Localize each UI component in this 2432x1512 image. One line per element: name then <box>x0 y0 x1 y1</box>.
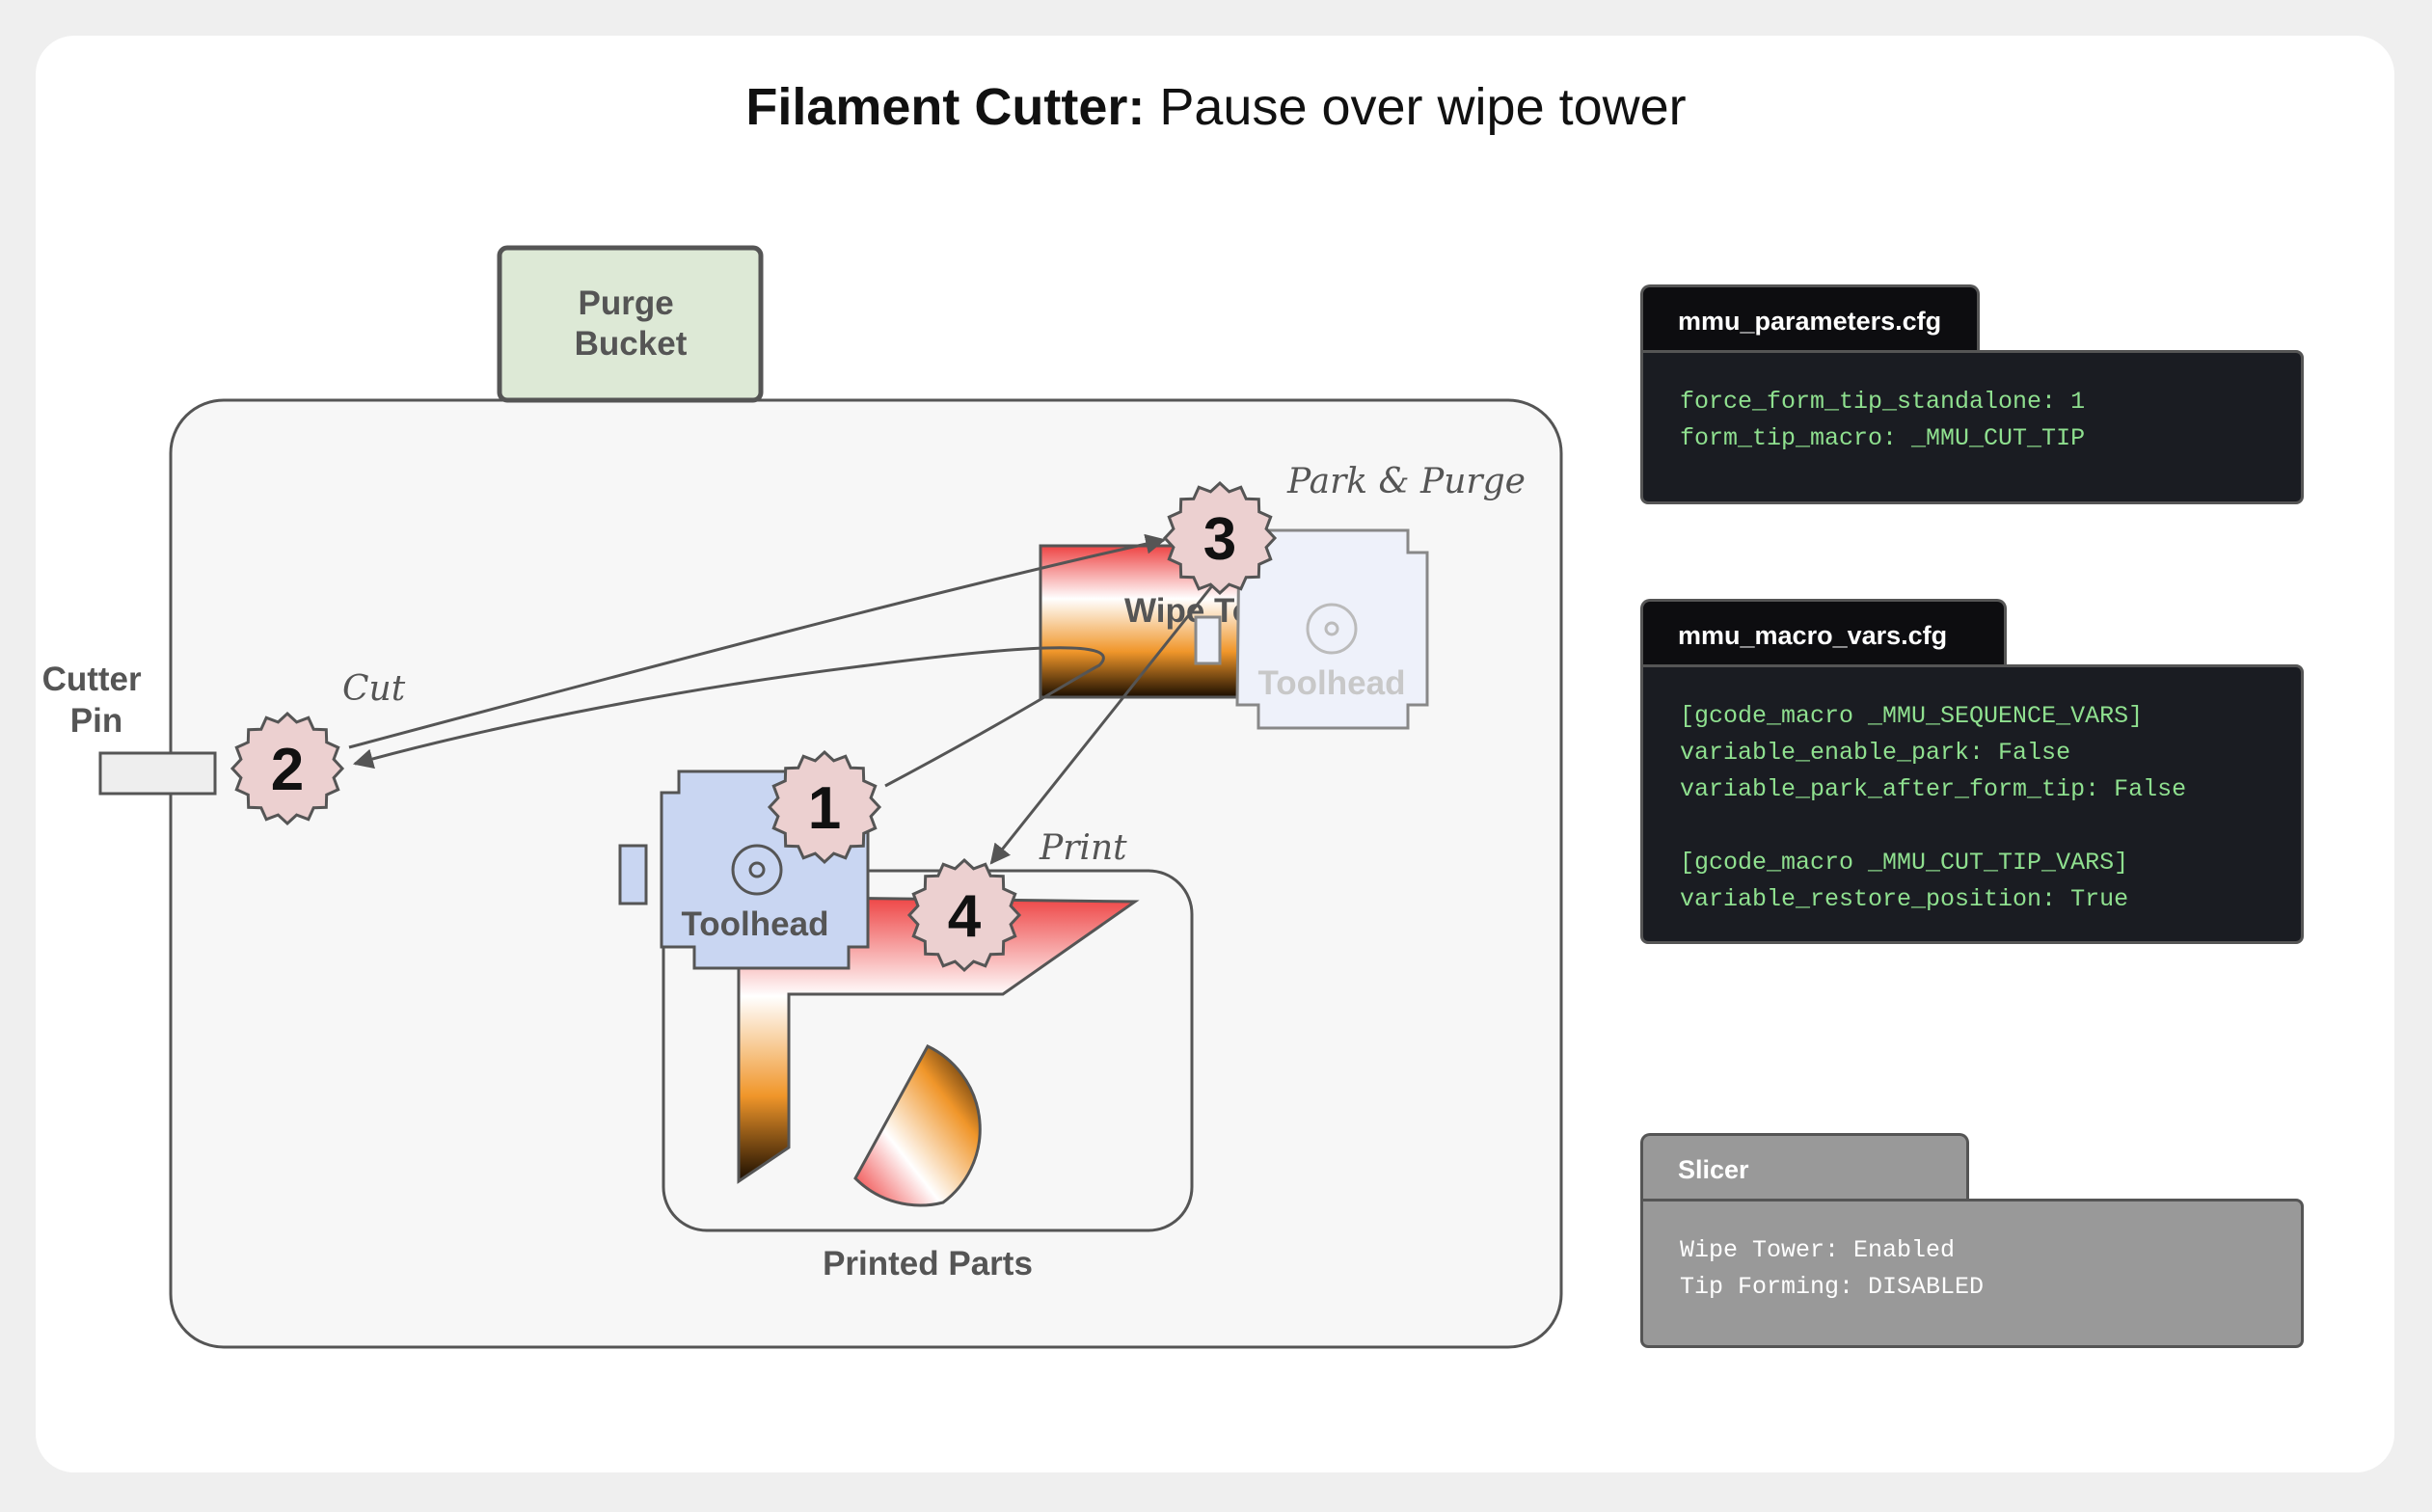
code-line: force_form_tip_standalone: 1 <box>1680 388 2086 416</box>
purge-bucket-line1: Purge <box>579 284 674 322</box>
step-badge-2 <box>230 711 345 826</box>
purge-bucket <box>497 245 764 403</box>
title-bold: Filament Cutter: <box>745 78 1146 136</box>
toolhead-nozzle <box>618 844 648 905</box>
cutter-pin-line2: Pin <box>70 702 122 740</box>
printed-parts-area <box>662 869 1194 1232</box>
tab-mmu-macro-vars: mmu_macro_vars.cfg <box>1640 599 2007 668</box>
label-park-purge: Park & Purge <box>1286 462 1526 501</box>
ghost-target-icon-dot <box>1324 621 1339 636</box>
purge-bucket-label: Purge Bucket <box>575 284 688 363</box>
code-mmu-parameters: force_form_tip_standalone: 1 form_tip_mac… <box>1640 350 2304 504</box>
printed-parts-label: Printed Parts <box>823 1245 1033 1282</box>
step-number-2: 2 <box>271 737 304 803</box>
toolhead-target-icon-dot <box>748 861 766 878</box>
step-badge-4 <box>906 857 1022 973</box>
step-badge-1 <box>767 749 882 865</box>
code-line: Tip Forming: DISABLED <box>1680 1273 1985 1301</box>
code-line: variable_enable_park: False <box>1680 739 2071 767</box>
label-cut: Cut <box>342 669 406 709</box>
toolhead-label: Toolhead <box>682 905 829 943</box>
tab-mmu-parameters: mmu_parameters.cfg <box>1640 284 1980 354</box>
cutter-pin-label: Cutter Pin <box>42 661 151 740</box>
step-number-3: 3 <box>1203 506 1236 573</box>
cutter-pin <box>98 751 217 796</box>
ghost-target-icon <box>1306 603 1358 655</box>
ghost-toolhead <box>1235 528 1429 730</box>
code-line: form_tip_macro: _MMU_CUT_TIP <box>1680 424 2086 452</box>
code-line: variable_restore_position: True <box>1680 885 2129 913</box>
path-1-to-2 <box>352 646 1105 788</box>
page-title: Filament Cutter: Pause over wipe tower <box>0 77 2432 137</box>
code-mmu-macro-vars: [gcode_macro _MMU_SEQUENCE_VARS] variable… <box>1640 664 2304 944</box>
ghost-toolhead-label: Toolhead <box>1258 664 1406 702</box>
code-line: variable_park_after_form_tip: False <box>1680 775 2187 803</box>
label-print: Print <box>1039 828 1127 868</box>
code-line <box>1680 808 2264 845</box>
toolhead-target-icon <box>731 844 783 896</box>
step-number-1: 1 <box>808 775 841 842</box>
code-line: Wipe Tower: Enabled <box>1680 1236 1956 1264</box>
tab-slicer: Slicer <box>1640 1133 1969 1202</box>
step-badges: 1 2 3 4 <box>230 480 1278 973</box>
path-2-to-3 <box>348 533 1167 749</box>
cutter-pin-line1: Cutter <box>42 661 142 698</box>
title-rest: Pause over wipe tower <box>1145 78 1687 136</box>
purge-bucket-line2: Bucket <box>575 325 688 363</box>
path-3-to-4 <box>989 578 1220 865</box>
printed-part-quarter-circle <box>853 1044 982 1207</box>
step-badge-3 <box>1162 480 1278 596</box>
code-line: [gcode_macro _MMU_CUT_TIP_VARS] <box>1680 849 2129 877</box>
ghost-toolhead-nozzle <box>1194 615 1222 665</box>
step-number-4: 4 <box>948 883 982 950</box>
code-line: [gcode_macro _MMU_SEQUENCE_VARS] <box>1680 702 2144 730</box>
